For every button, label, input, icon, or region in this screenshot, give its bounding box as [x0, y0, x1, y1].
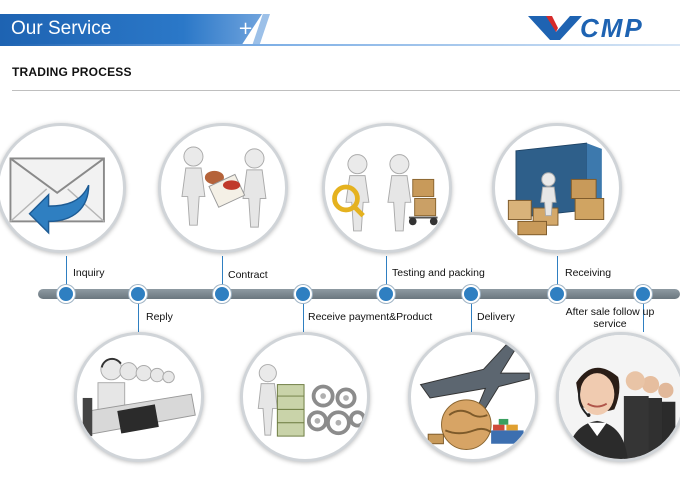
stem-delivery — [471, 296, 472, 332]
label-reply: Reply — [146, 311, 173, 323]
page-title: Our Service — [11, 18, 112, 39]
node-reply — [129, 285, 147, 303]
call-center-icon — [82, 357, 196, 437]
circle-inquiry — [0, 123, 126, 253]
container-boxes-icon — [507, 142, 605, 236]
circle-reply — [74, 332, 204, 462]
stem-contract — [222, 256, 223, 292]
support-agent-icon — [559, 335, 680, 459]
vcmp-logo: CMP — [528, 13, 644, 42]
circle-receiving — [492, 123, 622, 253]
process-timeline — [38, 289, 680, 299]
circle-testing — [322, 123, 452, 253]
circle-delivery — [408, 332, 538, 462]
node-payment — [294, 285, 312, 303]
node-delivery — [462, 285, 480, 303]
circle-payment — [240, 332, 370, 462]
header-underline — [0, 44, 680, 46]
label-testing: Testing and packing — [392, 267, 485, 279]
stem-after-sale — [643, 296, 644, 332]
node-inquiry — [57, 285, 75, 303]
circle-contract — [158, 123, 288, 253]
money-gears-icon — [257, 364, 367, 437]
label-inquiry: Inquiry — [73, 267, 105, 279]
stem-payment — [303, 296, 304, 332]
handshake-stamp-icon — [181, 146, 267, 228]
stem-reply — [138, 296, 139, 332]
node-testing — [377, 285, 395, 303]
label-contract: Contract — [228, 269, 268, 281]
label-payment: Receive payment&Product — [308, 311, 433, 323]
magnifier-boxes-icon — [332, 154, 438, 232]
logo-text: CMP — [580, 13, 644, 42]
circle-after-sale — [556, 332, 680, 462]
header-banner — [0, 14, 262, 46]
node-contract — [213, 285, 231, 303]
stem-testing — [386, 256, 387, 292]
plus-icon: + — [238, 18, 254, 39]
section-title: TRADING PROCESS — [12, 65, 132, 79]
airplane-globe-icon — [419, 343, 530, 450]
label-receiving: Receiving — [565, 267, 612, 279]
node-after-sale — [634, 285, 652, 303]
mail-reply-icon — [9, 157, 105, 235]
stem-receiving — [557, 256, 558, 292]
label-delivery: Delivery — [477, 311, 515, 323]
label-after-sale: After sale follow up service — [565, 306, 655, 330]
section-divider — [12, 90, 680, 91]
node-receiving — [548, 285, 566, 303]
stem-inquiry — [66, 256, 67, 292]
